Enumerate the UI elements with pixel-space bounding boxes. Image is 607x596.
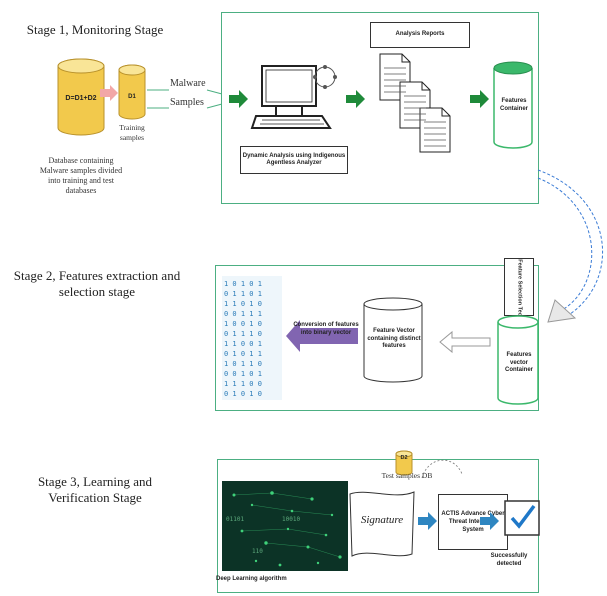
svg-text:0 1 0 1 0: 0 1 0 1 0	[224, 390, 262, 398]
green-arrow-2	[346, 90, 365, 108]
svg-text:1 1 0 0 1: 1 1 0 0 1	[224, 340, 262, 348]
training-database-label: D1	[128, 94, 136, 100]
features-container-label: Features Container	[499, 98, 528, 112]
binary-code-image: 1 0 1 0 1 0 1 1 0 1 1 1 0 1 0 0 0 1 1 1 1 …	[222, 276, 282, 400]
computer-icon	[250, 65, 332, 129]
samples-label: Samples	[170, 97, 204, 108]
main-database-label: D=D1+D2	[65, 95, 97, 102]
detected-label: Successfully detected	[490, 553, 528, 567]
dashed-arc	[421, 459, 463, 479]
svg-text:0 0 1 0 1: 0 0 1 0 1	[224, 370, 262, 378]
database-caption: Database containing Malware samples divi…	[39, 156, 123, 195]
svg-text:1 0 0 1 0: 1 0 0 1 0	[224, 320, 262, 328]
test-database-icon	[395, 450, 413, 476]
svg-text:0 0 1 1 1: 0 0 1 1 1	[224, 310, 262, 318]
training-samples-label: Training samples	[119, 123, 145, 142]
hollow-left-arrow	[439, 330, 491, 354]
svg-text:10010: 10010	[282, 516, 300, 523]
blue-arrow-1	[418, 512, 437, 530]
malware-samples-arrows	[147, 89, 223, 109]
feature-vector-cylinder	[363, 297, 423, 383]
test-database-label: D2	[400, 455, 408, 461]
features-container-icon	[493, 61, 533, 149]
analysis-reports-label: Analysis Reports	[395, 31, 445, 38]
svg-text:1 0 1 0 1: 1 0 1 0 1	[224, 280, 262, 288]
vector-container-icon	[497, 315, 539, 405]
svg-text:0 1 1 0 1: 0 1 1 0 1	[224, 290, 262, 298]
signature-label: Signature	[360, 514, 404, 526]
network-icon	[313, 65, 337, 89]
stage2-title: Stage 2, Features extraction and selecti…	[13, 268, 181, 299]
stage1-title: Stage 1, Monitoring Stage	[26, 22, 164, 37]
feature-selection-label: Feature Selection Technique	[516, 259, 523, 334]
conversion-arrow	[286, 320, 358, 352]
training-database-icon	[118, 64, 146, 120]
blue-arrow-2	[480, 512, 499, 530]
main-database-icon	[57, 58, 105, 136]
green-arrow-3	[470, 90, 489, 108]
db-pink-arrow	[100, 85, 118, 101]
deep-learning-label: Deep Learning algorithm	[216, 576, 287, 582]
documents-icon	[379, 53, 451, 153]
checkmark-icon	[504, 500, 540, 536]
svg-text:0 1 0 1 1: 0 1 0 1 1	[224, 350, 262, 358]
svg-text:1 1 0 1 0: 1 1 0 1 0	[224, 300, 262, 308]
signature-shape	[349, 491, 415, 557]
vector-container-label: Features vector Container	[504, 352, 533, 373]
analyzer-label: Dynamic Analysis using Indigenous Agentl…	[242, 152, 346, 167]
actis-label: ACTIS Advance Cyber Threat Intelligent S…	[441, 511, 505, 533]
svg-text:110: 110	[252, 548, 263, 555]
conversion-label: Conversion of features into binary vecto…	[293, 322, 359, 336]
feature-selection-box: Feature Selection Technique	[504, 258, 534, 334]
test-samples-label: Test samples DB	[381, 471, 433, 480]
analysis-reports-box: Analysis Reports	[370, 22, 470, 48]
svg-text:01101: 01101	[226, 516, 244, 523]
svg-text:1 0 1 1 0: 1 0 1 1 0	[224, 360, 262, 368]
analyzer-box: Dynamic Analysis using Indigenous Agentl…	[240, 146, 348, 174]
feature-vector-label: Feature Vector containing distinct featu…	[367, 328, 421, 349]
deep-learning-image: 01101 10010 110	[222, 481, 348, 571]
svg-text:0 1 1 1 0: 0 1 1 1 0	[224, 330, 262, 338]
green-arrow-1	[229, 90, 248, 108]
stage3-title: Stage 3, Learning and Verification Stage	[37, 474, 153, 505]
malware-label: Malware	[170, 78, 206, 89]
svg-text:1 1 1 0 0: 1 1 1 0 0	[224, 380, 262, 388]
